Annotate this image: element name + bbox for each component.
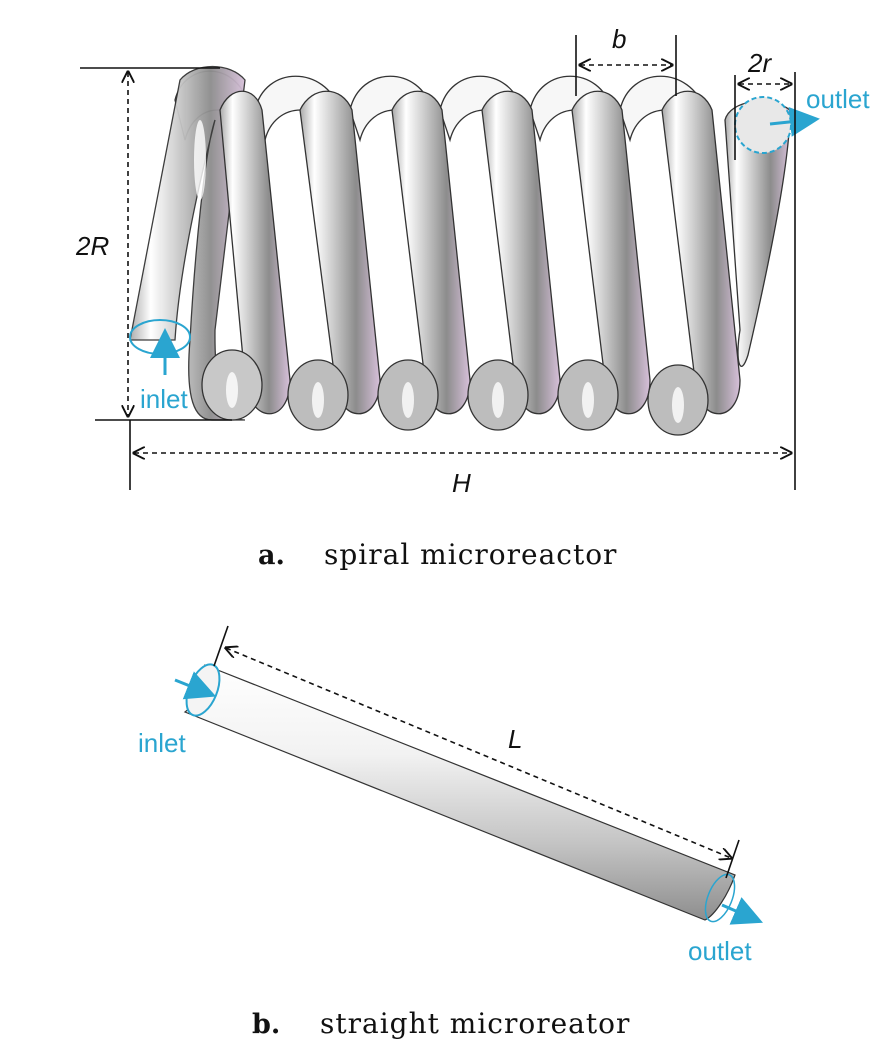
straight-microreactor: L inlet outlet b. straight microreator — [138, 625, 764, 1040]
caption-b-text: straight microreator — [320, 1007, 630, 1040]
straight-tube-body — [183, 664, 736, 921]
straight-inlet-label: inlet — [138, 728, 186, 758]
spiral-outlet-label: outlet — [806, 84, 870, 114]
spiral-dimension-lines — [80, 35, 796, 490]
caption-b-letter: b. — [252, 1009, 280, 1040]
spiral-inlet-label: inlet — [140, 384, 188, 414]
label-height-H: H — [452, 468, 471, 498]
spiral-coil-bottom-loops — [201, 349, 709, 436]
label-tube-diameter-2r: 2r — [747, 48, 772, 78]
label-pitch-b: b — [612, 24, 626, 54]
spiral-microreactor: b 2r 2R H inlet outlet a. spiral microre… — [75, 24, 870, 571]
caption-a-text: spiral microreactor — [324, 538, 617, 571]
spiral-outlet-arrow — [769, 106, 820, 137]
straight-outlet-label: outlet — [688, 936, 752, 966]
caption-a-letter: a. — [258, 540, 285, 571]
straight-inlet-arrow — [174, 671, 217, 700]
spiral-outlet-opening — [734, 96, 792, 154]
label-coil-diameter-2R: 2R — [75, 231, 109, 261]
label-length-L: L — [508, 724, 522, 754]
straight-dimension-lines — [213, 625, 740, 879]
spiral-tube-highlights — [194, 120, 684, 423]
straight-outlet-arrow — [721, 897, 764, 925]
